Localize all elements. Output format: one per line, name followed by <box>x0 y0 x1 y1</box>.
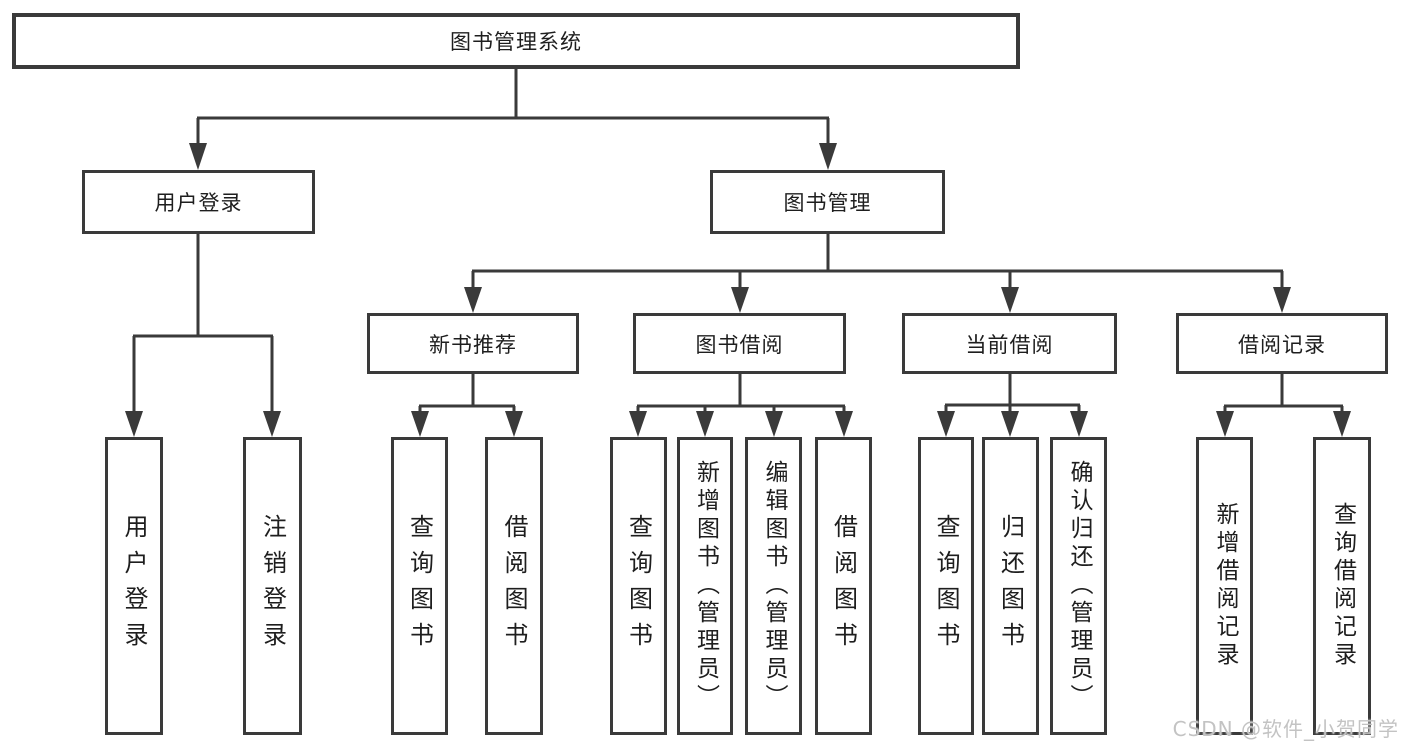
root-node-library-system: 图书管理系统 <box>12 13 1020 69</box>
csdn-watermark: CSDN @软件_小贺同学 <box>1172 717 1399 741</box>
leaf-node-label: 归还图书 <box>996 514 1025 658</box>
module-node-label: 借阅记录 <box>1238 332 1326 357</box>
module-node-current-borrow: 当前借阅 <box>902 313 1117 374</box>
root-node-label: 图书管理系统 <box>450 30 582 54</box>
module-node-label: 新书推荐 <box>429 332 517 357</box>
leaf-node-label: 查询借阅记录 <box>1329 502 1356 670</box>
leaf-node-label: 新增图书（管理员） <box>692 460 719 712</box>
leaf-node-rec-query-books: 查询图书 <box>391 437 448 735</box>
module-node-borrow-records: 借阅记录 <box>1176 313 1388 374</box>
module-node-new-book-recommend: 新书推荐 <box>367 313 579 374</box>
leaf-node-logout: 注销登录 <box>243 437 302 735</box>
arrowheads <box>125 143 1351 437</box>
branch-node-book-management: 图书管理 <box>710 170 945 234</box>
leaf-node-label: 查询图书 <box>624 514 653 658</box>
leaf-node-label: 新增借阅记录 <box>1212 502 1238 670</box>
leaf-node-label: 借阅图书 <box>500 514 528 658</box>
leaf-node-bb-edit-books-admin: 编辑图书（管理员） <box>745 437 802 735</box>
leaf-node-cb-query-books: 查询图书 <box>918 437 974 735</box>
module-node-label: 当前借阅 <box>965 332 1054 357</box>
leaf-node-label: 确认归还（管理员） <box>1066 460 1092 712</box>
leaf-node-label: 注销登录 <box>258 514 287 658</box>
module-node-label: 图书借阅 <box>695 332 784 357</box>
branch-node-label: 图书管理 <box>783 191 872 215</box>
leaf-node-bb-borrow-books: 借阅图书 <box>815 437 872 735</box>
leaf-node-br-query-record: 查询借阅记录 <box>1313 437 1371 735</box>
leaf-node-user-login: 用户登录 <box>105 437 163 735</box>
leaf-node-cb-confirm-return-admin: 确认归还（管理员） <box>1050 437 1107 735</box>
leaf-node-br-add-record: 新增借阅记录 <box>1196 437 1253 735</box>
module-node-book-borrow: 图书借阅 <box>633 313 846 374</box>
leaf-node-rec-borrow-books: 借阅图书 <box>485 437 543 735</box>
leaf-node-label: 查询图书 <box>932 514 960 658</box>
branch-node-user-login: 用户登录 <box>82 170 315 234</box>
branch-node-label: 用户登录 <box>154 191 243 215</box>
leaf-node-label: 借阅图书 <box>829 514 858 658</box>
leaf-node-label: 编辑图书（管理员） <box>761 460 787 712</box>
leaf-node-bb-query-books: 查询图书 <box>610 437 667 735</box>
leaf-node-bb-add-books-admin: 新增图书（管理员） <box>677 437 733 735</box>
leaf-node-cb-return-books: 归还图书 <box>982 437 1039 735</box>
leaf-node-label: 查询图书 <box>405 514 434 658</box>
leaf-node-label: 用户登录 <box>120 514 148 658</box>
